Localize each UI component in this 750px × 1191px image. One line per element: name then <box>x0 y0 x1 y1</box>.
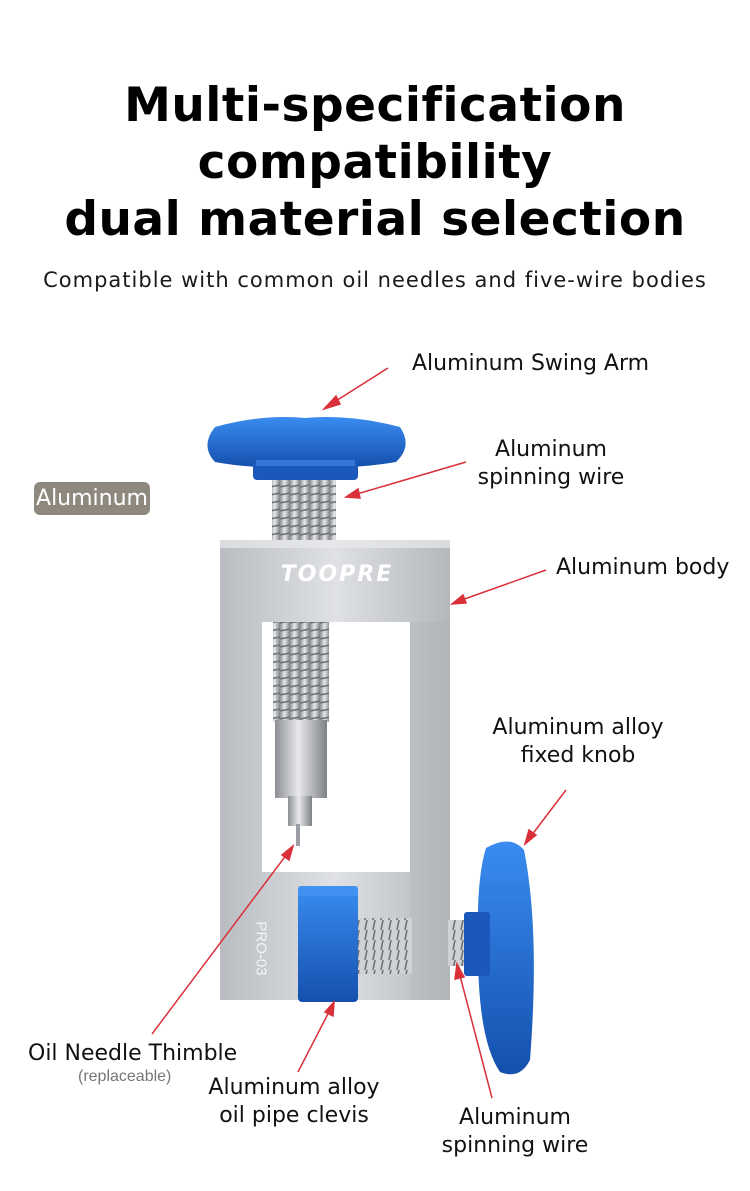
callout-body: Aluminum body <box>556 555 730 580</box>
needle-tip <box>296 824 300 846</box>
callout-spinning-wire-top-2: spinning wire <box>477 465 625 490</box>
top-blue-knob <box>207 417 406 480</box>
callout-arrows <box>151 367 567 1099</box>
brand-logo: TOOPRE <box>280 562 394 587</box>
headline-line-2: compatibility <box>197 135 553 190</box>
callout-fixed-knob-1: Aluminum alloy <box>492 715 664 740</box>
callout-spinning-wire-bottom-1: Aluminum <box>459 1105 571 1130</box>
headline-line-3: dual material selection <box>64 192 686 247</box>
side-blue-knob <box>464 841 534 1075</box>
thimble-collar <box>275 720 327 798</box>
subheading: Compatible with common oil needles and f… <box>43 268 707 292</box>
callout-spinning-wire-bottom-2: spinning wire <box>441 1133 589 1158</box>
needle-holder <box>288 796 312 826</box>
callout-fixed-knob-2: fixed knob <box>520 743 636 768</box>
inner-thread-rod <box>273 622 329 722</box>
callout-clevis-2: oil pipe clevis <box>219 1103 369 1128</box>
top-thread-rod <box>272 478 336 540</box>
frame-body <box>220 540 450 1000</box>
callout-spinning-wire-top-1: Aluminum <box>495 437 607 462</box>
model-number: PRO-03 <box>252 921 270 976</box>
side-thread-rod <box>358 918 412 974</box>
callout-thimble-note: (replaceable) <box>78 1068 172 1085</box>
material-chip: Aluminum <box>34 482 150 515</box>
clevis-block <box>298 886 358 1002</box>
callout-thimble: Oil Needle Thimble <box>28 1041 238 1066</box>
callout-swing-arm: Aluminum Swing Arm <box>412 351 650 376</box>
headline-line-1: Multi-specification <box>124 78 626 133</box>
callout-clevis-1: Aluminum alloy <box>208 1075 380 1100</box>
